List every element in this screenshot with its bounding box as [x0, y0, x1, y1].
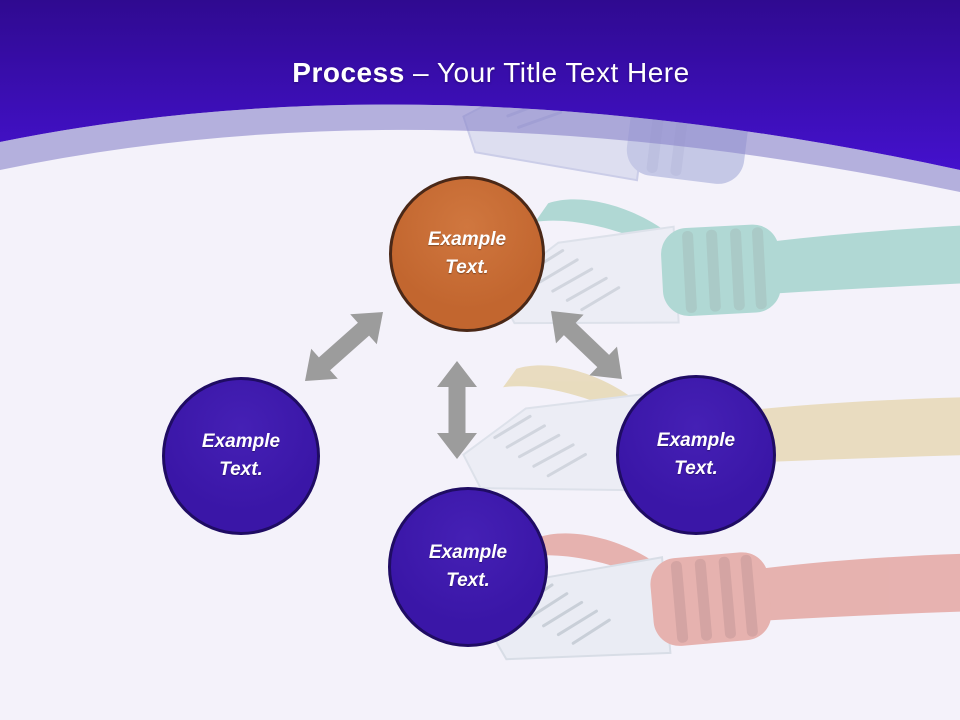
node-label: Example Text. — [656, 430, 736, 479]
node-circle-bottom: Example Text. — [388, 487, 548, 647]
green-ethernet-cable — [495, 199, 960, 325]
slide-title: Process – Your Title Text Here — [0, 54, 960, 92]
connector-arrows — [305, 311, 622, 459]
node-label: Example Text. — [428, 542, 508, 591]
node-label: Example Text. — [427, 229, 507, 278]
node-circle-top: Example Text. — [389, 176, 545, 332]
node-circle-right: Example Text. — [616, 375, 776, 535]
node-label: Example Text. — [201, 431, 281, 480]
title-emphasis: Process — [292, 57, 405, 88]
header-banner — [0, 0, 960, 170]
double-arrow-top-left-icon — [305, 312, 383, 381]
double-arrow-top-right-icon — [551, 311, 622, 379]
double-arrow-vertical-icon — [437, 361, 477, 459]
title-rest: – Your Title Text Here — [413, 57, 690, 88]
header-curve-band — [0, 104, 960, 192]
node-circle-left: Example Text. — [162, 377, 320, 535]
red-ethernet-cable — [486, 533, 960, 661]
